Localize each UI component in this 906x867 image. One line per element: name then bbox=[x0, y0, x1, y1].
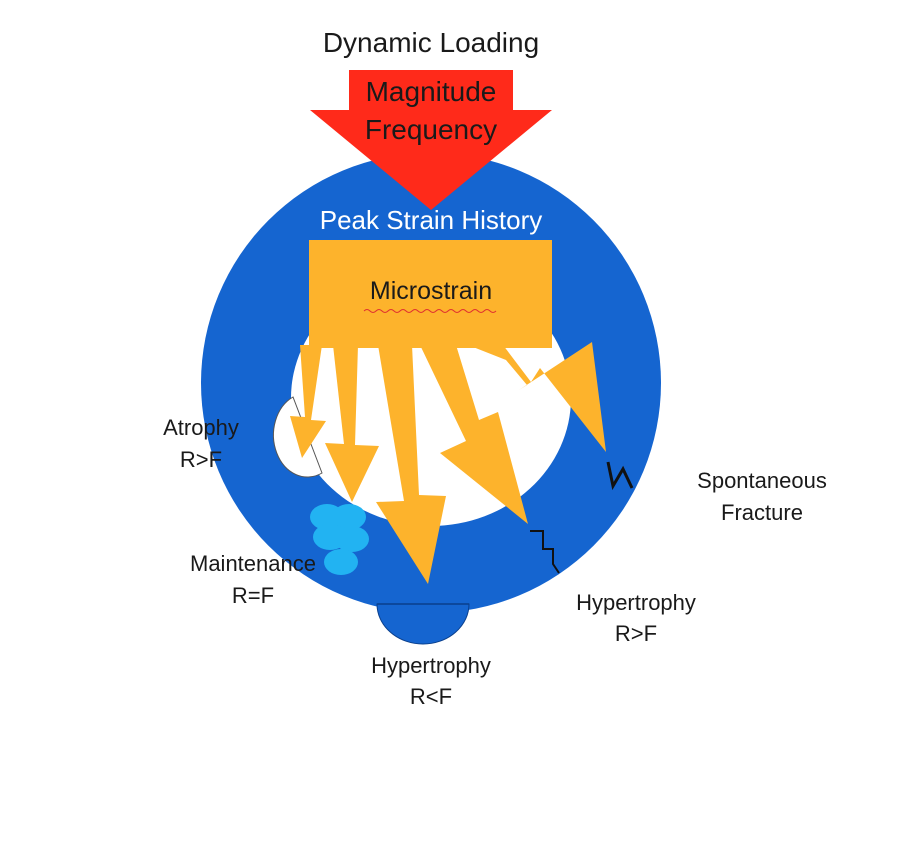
hypertrophy-right-label: Hypertrophy bbox=[576, 590, 696, 615]
strain-arrow-hypertrophy-right bbox=[420, 345, 528, 524]
fracture-label-line2: Fracture bbox=[721, 500, 803, 525]
maintenance-relation: R=F bbox=[232, 583, 274, 608]
bone-cells bbox=[310, 504, 369, 575]
strain-arrow-fracture bbox=[468, 342, 606, 452]
hypertrophy-right-relation: R>F bbox=[615, 621, 657, 646]
crack-mark-hypertrophy bbox=[530, 530, 560, 574]
microstrain-label: Microstrain bbox=[370, 277, 492, 305]
hypertrophy-bottom-label: Hypertrophy bbox=[371, 653, 491, 678]
maintenance-label: Maintenance bbox=[190, 551, 316, 576]
microstrain-box bbox=[309, 240, 552, 348]
loading-arrow-frequency: Frequency bbox=[365, 114, 497, 145]
hypertrophy-bump bbox=[376, 603, 470, 645]
bone-cell bbox=[335, 526, 369, 552]
spellcheck-underline bbox=[363, 309, 497, 313]
diagram-title: Dynamic Loading bbox=[323, 27, 539, 58]
bone-cell bbox=[332, 504, 366, 530]
strain-arrow-maintenance bbox=[325, 345, 379, 502]
peak-strain-label: Peak Strain History bbox=[320, 205, 543, 235]
strain-arrows bbox=[290, 342, 606, 584]
hypertrophy-bottom-relation: R<F bbox=[410, 684, 452, 709]
loading-arrow-magnitude: Magnitude bbox=[366, 76, 497, 107]
strain-arrow-atrophy bbox=[290, 345, 326, 458]
atrophy-relation: R>F bbox=[180, 447, 222, 472]
crack-mark-fracture bbox=[606, 461, 634, 491]
loading-arrow bbox=[310, 70, 552, 210]
atrophy-label: Atrophy bbox=[163, 415, 239, 440]
fracture-label-line1: Spontaneous bbox=[697, 468, 827, 493]
bone-cell bbox=[324, 549, 358, 575]
strain-arrow-hypertrophy-bottom bbox=[376, 345, 446, 584]
